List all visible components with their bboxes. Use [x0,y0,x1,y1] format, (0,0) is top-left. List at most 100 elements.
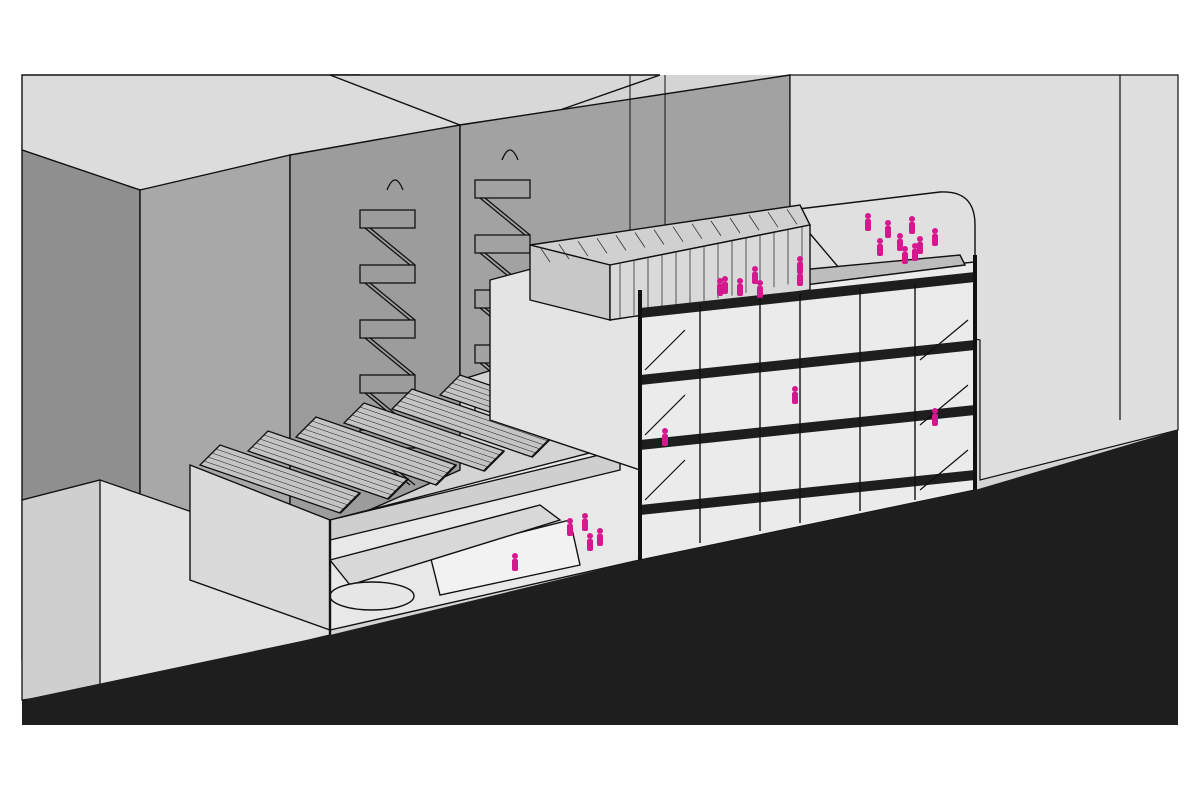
person-figure [597,528,603,534]
greenhouse-mullion [691,223,703,240]
person-figure [717,284,723,296]
floor-slab [640,340,975,385]
sawtooth-truss [387,478,409,500]
sawtooth-mullion [351,414,493,464]
person-figure [752,272,758,284]
person-figure [917,236,923,242]
floor-slab [640,470,975,515]
floor-slab [640,405,975,450]
person-figure [865,219,871,231]
person-figure [902,252,908,264]
greenhouse-mullion [615,235,627,251]
fire-escape-platform [359,319,416,339]
sawtooth-mullion [215,448,357,498]
sawtooth-mullion [347,418,489,468]
person-figure [797,274,803,286]
person-figure [757,280,763,286]
sawtooth-mullion [395,404,537,454]
sawtooth-mullion [211,452,353,502]
section-cut-ground [22,430,1178,725]
sawtooth-mullion [363,402,505,452]
sawtooth-mullion [303,428,445,478]
person-figure [932,408,938,414]
sidewalk [21,479,101,701]
sawtooth-mullion [355,410,497,460]
greenhouse-mullion [786,209,798,225]
fire-escape-stair [364,337,411,376]
person-figure [917,242,923,254]
floor-slabs [638,255,977,560]
person-figure [722,276,728,282]
person-figure [722,282,728,294]
greenhouse-mullion [558,243,570,260]
person-figure [909,216,915,222]
sawtooth-mullion [299,432,441,482]
person-figure [597,534,603,546]
fire-escape-platform [474,234,531,254]
greenhouse-mullion [634,232,646,248]
greenhouse-mullion [653,229,665,245]
sawtooth-mullion [307,424,449,474]
person-figure [567,518,573,524]
stair-flight-right [919,384,969,426]
fire-escape-stair [364,282,411,321]
person-figure [912,249,918,261]
greenhouse-mullion [729,217,741,234]
person-figure [512,553,518,559]
person-figure [582,513,588,519]
person-figure [662,434,668,446]
sawtooth-truss [435,464,457,486]
sawtooth-mullion [311,420,453,470]
floor-slab [640,272,975,318]
sawtooth-truss [339,492,361,514]
person-figure [932,234,938,246]
stairs [644,319,969,501]
person-figure [877,238,883,244]
greenhouse-mullion [539,246,551,263]
person-figure [757,286,763,298]
roof-parapet [788,191,976,276]
person-figure [909,222,915,234]
person-figure [877,244,883,256]
greenhouse-mullion [596,238,608,254]
person-figure [752,266,758,272]
sawtooth-truss [531,436,553,458]
person-figure [797,268,803,274]
sawtooth-mullion [315,416,457,466]
fire-escape-stair [364,227,411,266]
sawtooth-mullion [403,396,545,446]
person-figure [902,246,908,252]
sawtooth-mullion [267,430,409,480]
sawtooth-mullion [219,444,361,494]
stair-flight-right [919,449,969,491]
greenhouse-mullion [767,211,779,228]
person-figure [792,386,798,392]
person-figure [512,559,518,571]
person-figure [587,539,593,551]
person-figure [885,226,891,238]
greenhouse-mullion [710,220,722,237]
sawtooth-mullion [251,446,393,496]
sawtooth-mullion [259,438,401,488]
stair-flight-left [644,394,686,436]
sawtooth-mullion [399,400,541,450]
sawtooth-truss [483,450,505,472]
sawtooth-mullion [203,460,345,510]
stair-flight-left [644,329,686,371]
person-figure [865,213,871,219]
fire-escape-platform [359,264,416,284]
stair-flight-left [644,459,686,501]
ground [21,479,331,701]
fire-escape-platform [474,179,531,199]
greenhouse-mullion [748,214,760,231]
person-figure [587,533,593,539]
round-pool [329,581,415,611]
fire-escape-platform [359,374,416,394]
person-figure [797,256,803,262]
person-figure [932,228,938,234]
person-figure [897,233,903,239]
fire-escape-platform [359,209,416,229]
pool-edge [328,504,562,586]
sawtooth-mullion [407,392,549,442]
